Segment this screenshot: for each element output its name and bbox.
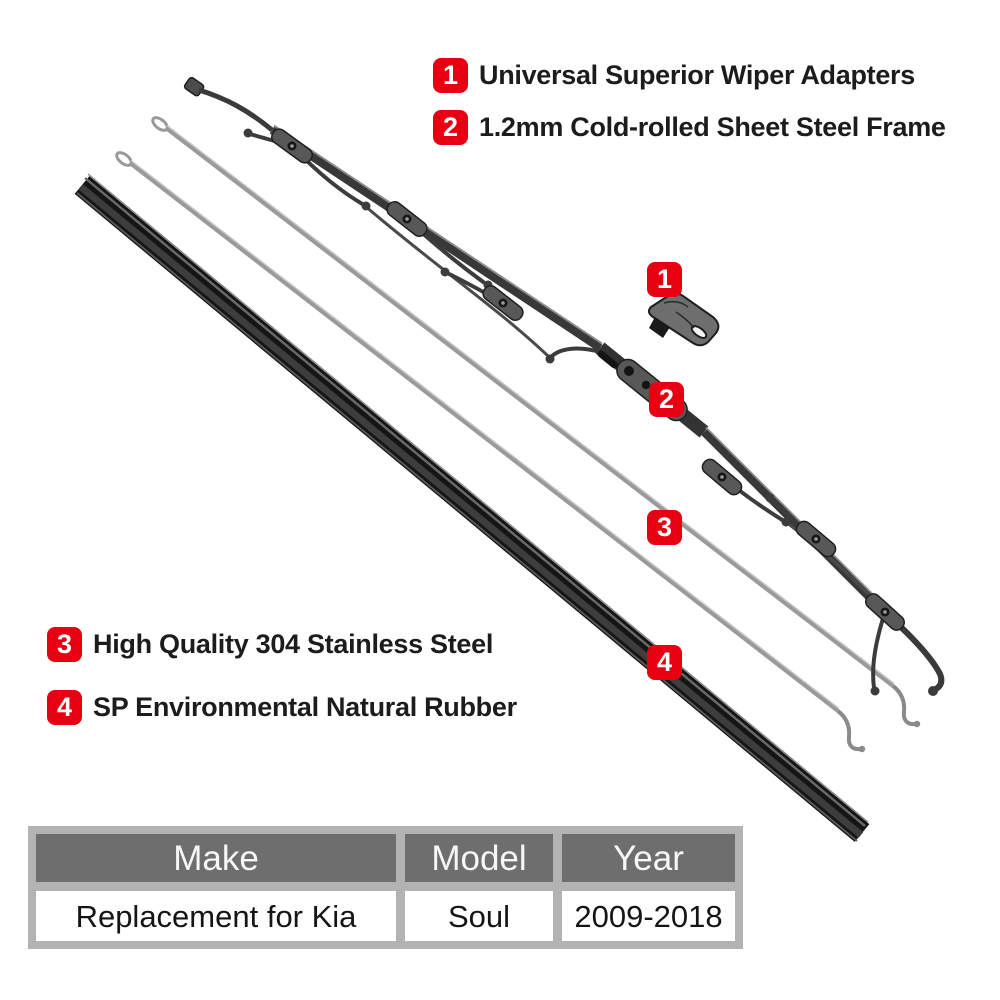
callout-top-1: 1 Universal Superior Wiper Adapters	[433, 58, 915, 93]
fitment-value-year: 2009-2018	[562, 891, 735, 941]
part-marker-3: 3	[647, 510, 682, 545]
callout-label-2: 1.2mm Cold-rolled Sheet Steel Frame	[479, 112, 946, 142]
fitment-value-model: Soul	[405, 891, 553, 941]
callout-label-3: High Quality 304 Stainless Steel	[93, 629, 494, 659]
callout-left-4: 4 SP Environmental Natural Rubber	[47, 690, 517, 725]
part-marker-2: 2	[649, 382, 684, 417]
wiper-adapter-clip	[647, 292, 720, 347]
part-marker-1: 1	[647, 262, 682, 297]
part-marker-4: 4	[647, 645, 682, 680]
callout-badge-3: 3	[47, 627, 82, 662]
fitment-header-year: Year	[562, 834, 735, 882]
callout-badge-2: 2	[433, 110, 468, 145]
stainless-steel-strip-1	[151, 116, 921, 728]
fitment-header-make: Make	[36, 834, 396, 882]
wiper-frame	[183, 76, 945, 696]
callout-left-3: 3 High Quality 304 Stainless Steel	[47, 627, 493, 662]
stainless-steel-strip-2	[115, 151, 866, 753]
callout-badge-4: 4	[47, 690, 82, 725]
fitment-table: Make Model Year Replacement for Kia Soul…	[28, 826, 743, 949]
callout-badge-1: 1	[433, 58, 468, 93]
callout-label-4: SP Environmental Natural Rubber	[93, 692, 517, 722]
fitment-value-make: Replacement for Kia	[36, 891, 396, 941]
fitment-header-model: Model	[405, 834, 553, 882]
callout-top-2: 2 1.2mm Cold-rolled Sheet Steel Frame	[433, 110, 946, 145]
callout-label-1: Universal Superior Wiper Adapters	[479, 60, 915, 90]
rubber-strip	[74, 173, 870, 842]
